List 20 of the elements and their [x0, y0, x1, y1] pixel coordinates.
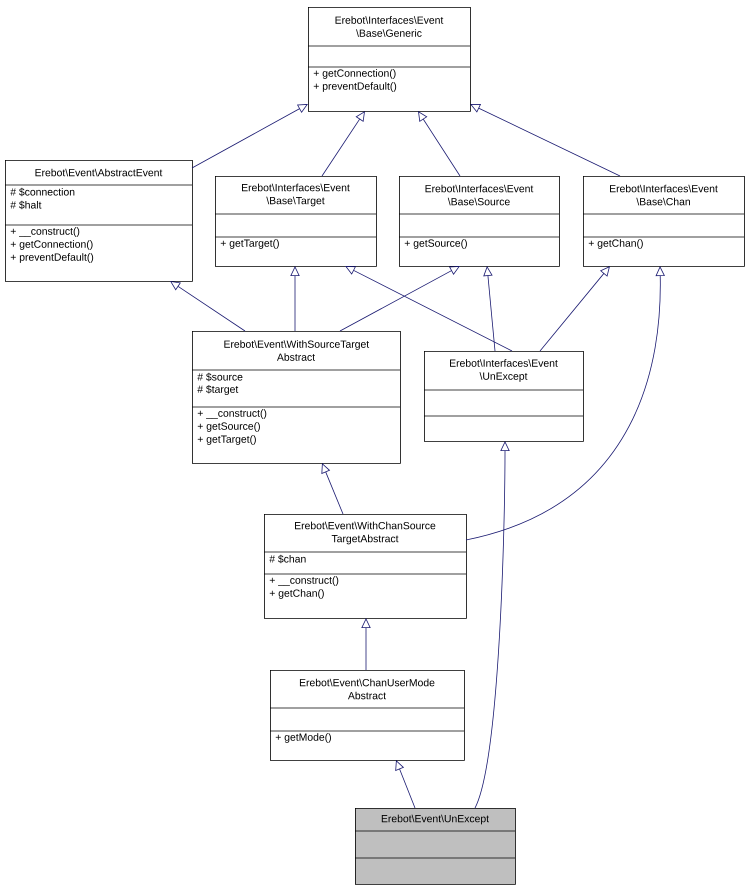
- class-box: Erebot\Event\AbstractEvent # $connection # $halt + __construct() + getConnection() + preventDefault(): [4, 160, 193, 282]
- inheritance-arrow: [345, 266, 512, 352]
- inheritance-arrow: [322, 111, 365, 176]
- class-box: Erebot\Event\ChanUserMode Abstract + getMode(): [270, 670, 465, 761]
- class-box: Erebot\Interfaces\Event \Base\Generic + getConnection() + preventDefault(): [308, 7, 471, 112]
- inheritance-arrow: [170, 281, 246, 332]
- inheritance-arrow: [418, 111, 460, 176]
- class-box: Erebot\Interfaces\Event \Base\Source + getSource(): [398, 176, 560, 267]
- inheritance-arrow: [321, 463, 344, 514]
- class-box: Erebot\Event\WithSourceTarget Abstract # $source # $target + __construct() + getSource() + getTarget(): [192, 331, 401, 464]
- inheritance-arrow: [192, 104, 308, 168]
- class-box: Erebot\Interfaces\Event \UnExcept: [424, 351, 584, 442]
- inheritance-arrow: [340, 266, 460, 332]
- class-box: Erebot\Interfaces\Event \Base\Chan + getChan(): [582, 176, 745, 267]
- inheritance-arrow: [540, 266, 610, 352]
- class-box: Erebot\Event\WithChanSource TargetAbstract # $chan + __construct() + getChan(): [264, 514, 467, 619]
- class-box: Erebot\Event\UnExcept: [354, 808, 516, 885]
- inheritance-arrow: [470, 104, 620, 176]
- class-box: Erebot\Interfaces\Event \Base\Target + getTarget(): [214, 176, 377, 267]
- inheritance-arrow: [395, 760, 416, 808]
